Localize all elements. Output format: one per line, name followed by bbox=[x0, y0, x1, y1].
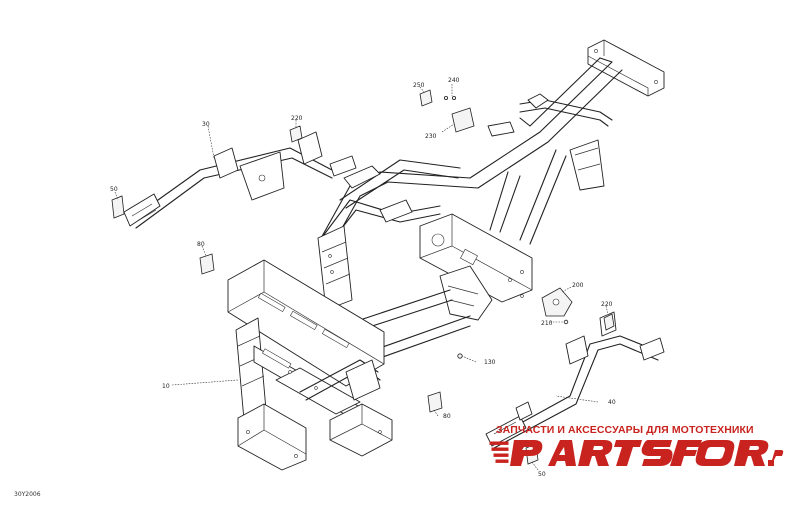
callout-200: 200 bbox=[572, 282, 584, 289]
callout-220-left: 220 bbox=[291, 115, 303, 122]
part-30-side-tube bbox=[123, 131, 357, 229]
callout-80-mid: 80 bbox=[443, 413, 451, 420]
callout-250: 250 bbox=[413, 82, 425, 89]
mid-crossmember bbox=[419, 213, 533, 321]
rear-upper-frame bbox=[319, 39, 665, 247]
callout-10: 10 bbox=[162, 383, 170, 390]
callout-220-right: 220 bbox=[601, 301, 613, 308]
callout-130: 130 bbox=[484, 359, 496, 366]
leader-lines bbox=[114, 84, 609, 471]
callout-50-left: 50 bbox=[110, 186, 118, 193]
callout-80-left: 80 bbox=[197, 241, 205, 248]
part-40-side-tube bbox=[485, 311, 665, 449]
callout-30: 30 bbox=[202, 121, 210, 128]
callout-240: 240 bbox=[448, 77, 460, 84]
diagram-code: 30Y2006 bbox=[14, 491, 41, 498]
callout-210: 210 bbox=[541, 320, 553, 327]
watermark-tagline: ЗАПЧАСТИ И АКСЕССУАРЫ ДЛЯ МОТОТЕХНИКИ bbox=[496, 424, 754, 436]
callouts: 10 30 40 50 50 80 80 130 200 210 220 220… bbox=[110, 77, 616, 478]
mid-left-tubes bbox=[317, 159, 471, 359]
watermark-logo-glyphs bbox=[489, 440, 784, 466]
watermark-logo bbox=[489, 440, 784, 466]
front-lower-frame bbox=[227, 259, 393, 471]
callout-40: 40 bbox=[608, 399, 616, 406]
hardware bbox=[111, 89, 615, 465]
callout-50-right: 50 bbox=[538, 471, 546, 478]
callout-230: 230 bbox=[425, 133, 437, 140]
